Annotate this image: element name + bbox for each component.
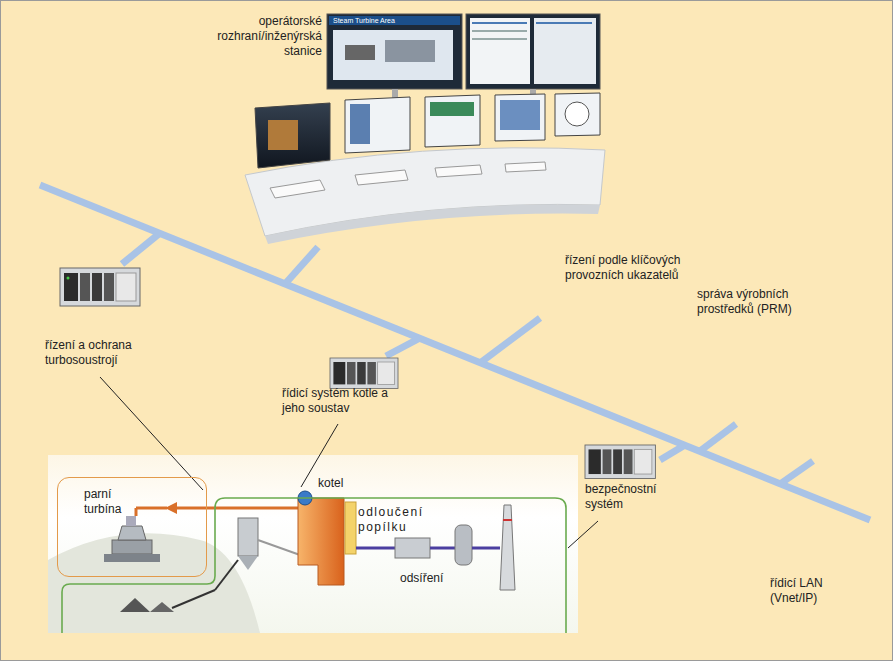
steam-pipe [175, 507, 300, 510]
region-text: parní turbína [84, 487, 140, 517]
hill [48, 533, 260, 633]
controller-label: bezpečnostní systém [585, 482, 677, 512]
boiler-region: kotelodloučení popílkuodsíření [62, 497, 567, 633]
turbine-region: parní turbína [57, 477, 207, 577]
turbine-icon [104, 516, 160, 562]
region-text: kotel [318, 476, 362, 491]
controller-icon [60, 268, 140, 306]
controller-icon [585, 445, 655, 478]
flue-gas-line [356, 505, 515, 590]
region-text: odsíření [400, 571, 458, 586]
leader-line [100, 377, 598, 548]
function-label: správa výrobních prostředků (PRM) [697, 287, 807, 317]
boiler-icon [298, 491, 356, 585]
station-label: operátorské rozhraní/inženýrská stanice [186, 14, 322, 59]
region-outline [62, 497, 567, 633]
network-label: řídicí LAN (Vnet/IP) [770, 576, 852, 606]
screen-title: Steam Turbine Area [333, 16, 453, 25]
controller-label: řídicí systém kotle a jeho soustav [282, 386, 412, 416]
coal-handling [120, 518, 300, 612]
region-text: odloučení popílku [358, 505, 450, 535]
controller-label: řízení a ochrana turbosoustrojí [45, 338, 165, 368]
function-label: řízení podle klíčových provozních ukazat… [565, 253, 697, 283]
controller-icon [330, 358, 398, 388]
plant-panel [48, 455, 578, 633]
